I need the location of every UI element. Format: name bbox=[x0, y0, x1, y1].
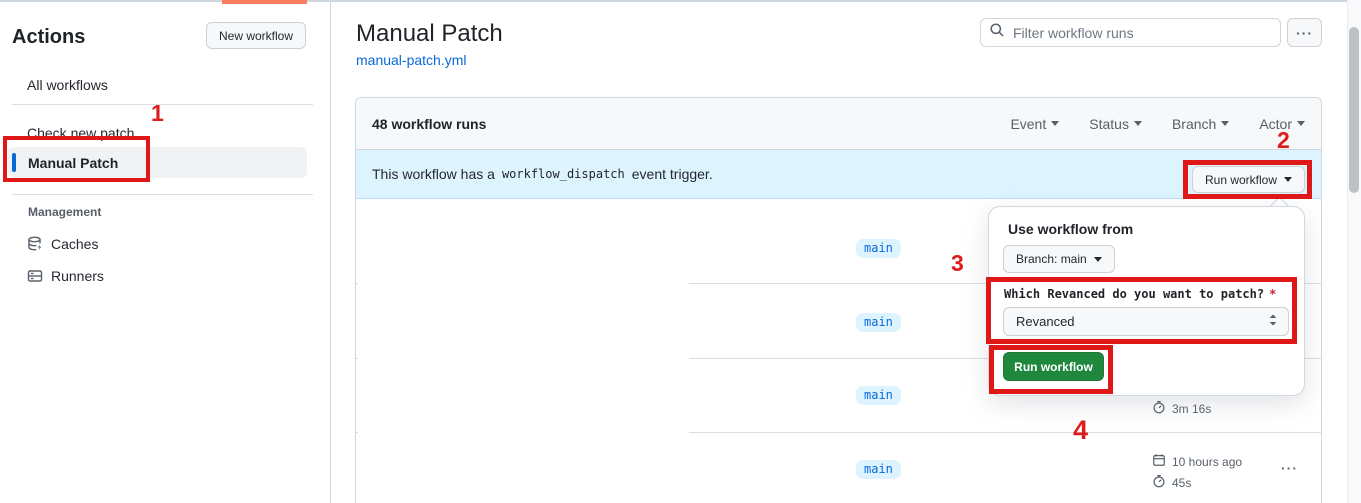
sidebar-item-runners[interactable]: Runners bbox=[27, 268, 104, 284]
sidebar-item-check-new-patch[interactable]: Check new patch bbox=[27, 125, 135, 141]
required-asterisk: * bbox=[1269, 287, 1277, 301]
workflow-file-link[interactable]: manual-patch.yml bbox=[356, 52, 467, 68]
sidebar-item-caches-label: Caches bbox=[51, 236, 99, 252]
page-title: Manual Patch bbox=[356, 20, 503, 47]
sidebar-divider bbox=[12, 104, 313, 105]
sidebar-item-runners-label: Runners bbox=[51, 268, 104, 284]
row-divider bbox=[356, 358, 1321, 359]
branch-selector-button[interactable]: Branch: main bbox=[1003, 245, 1115, 273]
dropdown-heading: Use workflow from bbox=[1008, 221, 1134, 237]
branch-badge[interactable]: main bbox=[856, 239, 901, 258]
branch-badge[interactable]: main bbox=[856, 313, 901, 332]
runs-count: 48 workflow runs bbox=[372, 115, 487, 132]
sidebar-item-manual-patch-label: Manual Patch bbox=[28, 155, 119, 171]
run-duration: 3m 16s bbox=[1152, 400, 1211, 417]
runs-list-header: 48 workflow runs Event Status Branch Act… bbox=[356, 98, 1321, 150]
chevron-down-icon bbox=[1133, 121, 1142, 126]
management-section-label: Management bbox=[28, 205, 102, 219]
run-workflow-submit-button[interactable]: Run workflow bbox=[1003, 352, 1104, 381]
run-kebab-button[interactable]: ··· bbox=[1281, 460, 1298, 476]
stopwatch-icon bbox=[1152, 474, 1166, 491]
run-duration: 45s bbox=[1152, 474, 1191, 491]
branch-badge[interactable]: main bbox=[856, 460, 901, 479]
filter-actor[interactable]: Actor bbox=[1259, 116, 1305, 132]
calendar-icon bbox=[1152, 453, 1166, 470]
sidebar-title: Actions bbox=[12, 26, 86, 48]
runners-icon bbox=[27, 268, 43, 284]
search-icon bbox=[989, 22, 1005, 43]
chevron-down-icon bbox=[1093, 256, 1102, 262]
cache-icon bbox=[27, 236, 43, 252]
scrollbar-thumb[interactable] bbox=[1349, 27, 1359, 193]
filter-branch[interactable]: Branch bbox=[1172, 116, 1230, 132]
workflow-dispatch-code: workflow_dispatch bbox=[501, 167, 625, 181]
top-border-line bbox=[0, 0, 1361, 2]
workflow-input-label: Which Revanced do you want to patch?* bbox=[1004, 287, 1277, 301]
row-divider bbox=[356, 283, 1321, 284]
filter-runs-searchbox[interactable] bbox=[980, 18, 1281, 47]
sidebar-item-manual-patch[interactable] bbox=[8, 147, 307, 178]
workflow-kebab-button[interactable]: ··· bbox=[1287, 18, 1322, 47]
redacted-run-titles-area bbox=[358, 200, 689, 502]
chevron-down-icon bbox=[1284, 177, 1293, 182]
new-workflow-button[interactable]: New workflow bbox=[206, 22, 307, 49]
workflow-dispatch-banner: This workflow has a workflow_dispatch ev… bbox=[356, 150, 1321, 199]
sidebar-item-caches[interactable]: Caches bbox=[27, 236, 98, 252]
search-input[interactable] bbox=[1013, 24, 1263, 41]
select-updown-icon bbox=[1268, 313, 1278, 330]
sidebar-item-all-workflows[interactable]: All workflows bbox=[27, 77, 108, 93]
stopwatch-icon bbox=[1152, 400, 1166, 417]
filter-status[interactable]: Status bbox=[1089, 116, 1142, 132]
selected-indicator-bar bbox=[12, 153, 16, 172]
row-divider bbox=[356, 432, 1321, 433]
revanced-select[interactable]: Revanced bbox=[1003, 307, 1289, 336]
filter-event[interactable]: Event bbox=[1010, 116, 1060, 132]
run-workflow-dropdown-button[interactable]: Run workflow bbox=[1192, 166, 1305, 193]
run-started-time: 10 hours ago bbox=[1152, 453, 1242, 470]
chevron-down-icon bbox=[1221, 121, 1230, 126]
sidebar-divider bbox=[12, 194, 313, 195]
chevron-down-icon bbox=[1051, 121, 1060, 126]
top-progress-fragment bbox=[222, 0, 307, 4]
banner-text: This workflow has a workflow_dispatch ev… bbox=[372, 166, 713, 182]
sidebar-divider-vertical bbox=[330, 0, 331, 503]
branch-badge[interactable]: main bbox=[856, 386, 901, 405]
runs-filters: Event Status Branch Actor bbox=[1010, 116, 1305, 132]
chevron-down-icon bbox=[1297, 121, 1305, 126]
